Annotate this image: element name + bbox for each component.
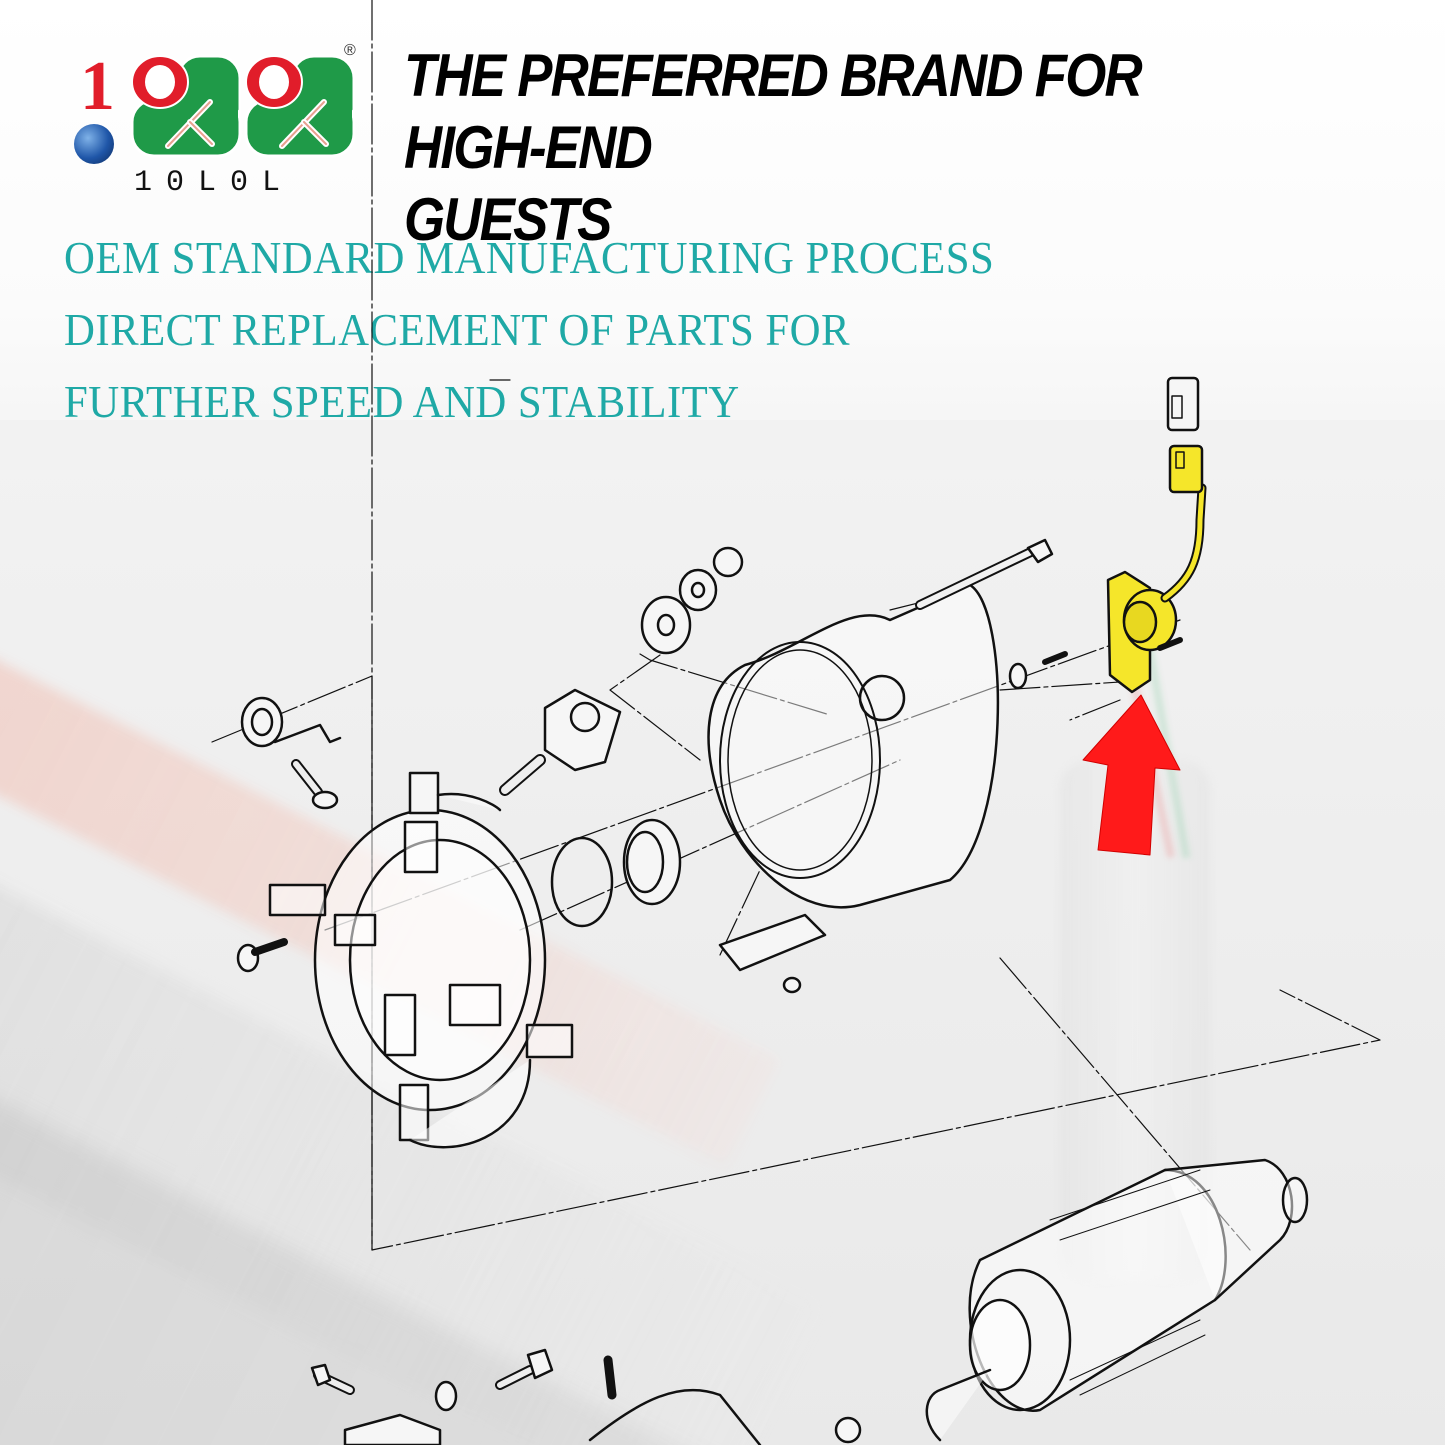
mating-connector — [1166, 376, 1200, 432]
feature-item: DIRECT REPLACEMENT OF PARTS FOR — [64, 304, 851, 355]
brand-logo: 1 ® 10L0L — [68, 42, 368, 202]
globe-icon — [74, 124, 114, 164]
small-bearing — [1008, 651, 1068, 690]
brush-lead — [408, 754, 546, 815]
feature-item: OEM STANDARD MANUFACTURING PROCESS — [64, 232, 995, 283]
logo-mark-icon — [244, 54, 356, 158]
through-bolt — [915, 538, 1054, 610]
screw — [236, 938, 288, 973]
feature-list: OEM STANDARD MANUFACTURING PROCESS DIREC… — [64, 222, 1064, 438]
screw — [291, 759, 339, 810]
washers — [640, 546, 744, 655]
logo-digit: 1 — [80, 48, 115, 125]
bushing — [543, 688, 622, 772]
feature-item: FURTHER SPEED AND STABILITY — [64, 376, 740, 427]
headline-line-2: GUESTS — [404, 186, 612, 253]
speed-sensor — [1106, 444, 1207, 694]
end-housing — [707, 583, 1000, 909]
arrow-up-icon — [1082, 694, 1181, 856]
cover-plate — [718, 913, 827, 994]
sensor-screw — [1157, 637, 1183, 651]
bearing — [550, 818, 682, 928]
logo-mark-icon — [130, 54, 242, 158]
registered-mark: ® — [344, 42, 356, 59]
armature — [925, 1158, 1309, 1442]
headline-line-1: THE PREFERRED BRAND FOR HIGH-END — [404, 42, 1143, 181]
bottom-hardware — [310, 1348, 862, 1445]
logo-wordmark: 10L0L — [134, 166, 295, 200]
brush-spring — [240, 696, 342, 748]
headline: THE PREFERRED BRAND FOR HIGH-END GUESTS — [404, 40, 1284, 256]
brush-plate — [268, 808, 574, 1149]
